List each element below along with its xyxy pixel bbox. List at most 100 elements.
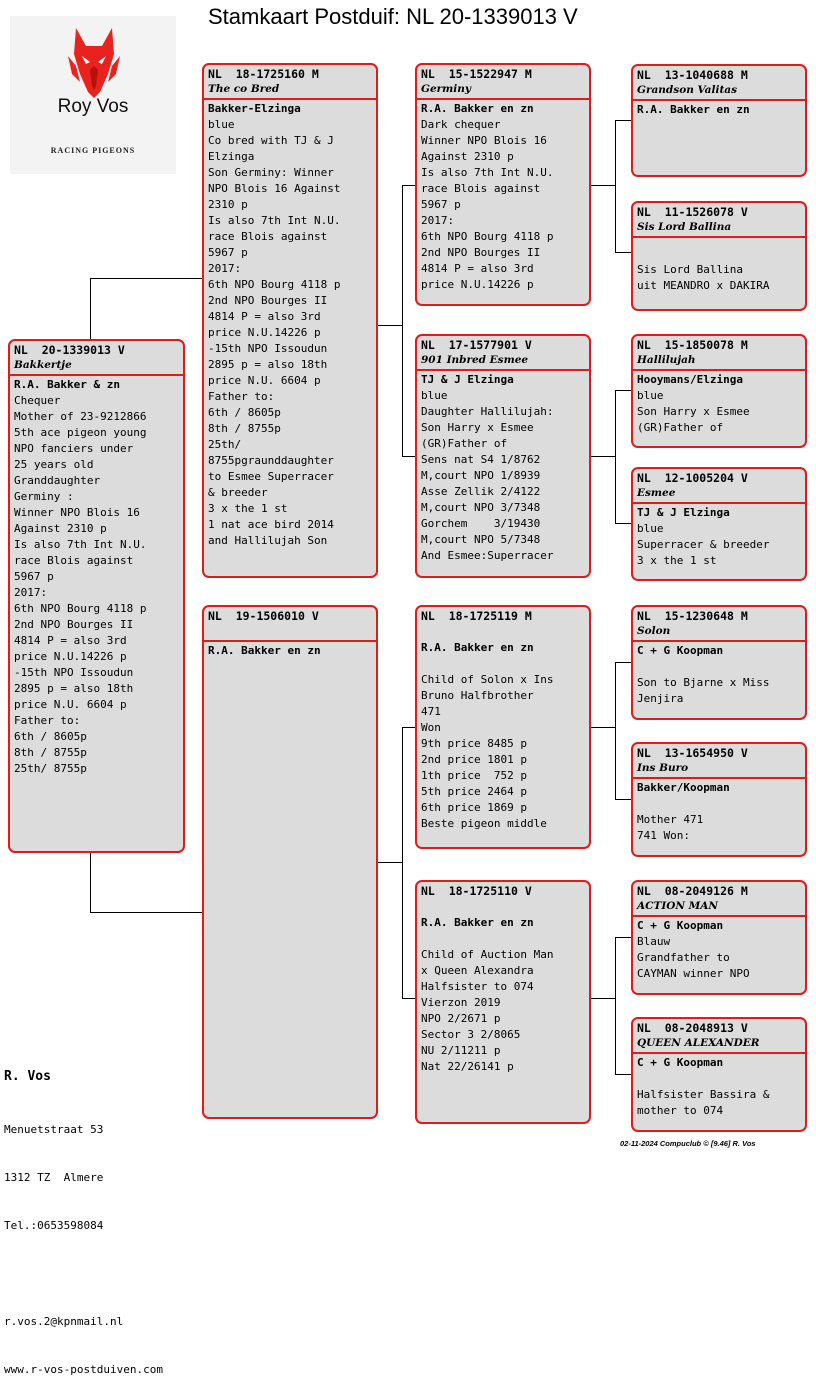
ring-number: NL 18-1725119 M	[421, 609, 532, 623]
connector-line	[90, 852, 91, 912]
pigeon-card-ffm[interactable]: NL 11-1526078 V Sis Lord Ballina Sis Lor…	[631, 201, 807, 311]
card-header: NL 19-1506010 V	[204, 607, 376, 642]
pigeon-description: Child of Solon x Ins Bruno Halfbrother 4…	[421, 673, 554, 830]
connector-line	[615, 937, 616, 1074]
connector-line	[615, 799, 632, 800]
ring-number: NL 18-1725160 M	[208, 67, 319, 81]
pigeon-card-fff[interactable]: NL 13-1040688 M Grandson Valitas R.A. Ba…	[631, 64, 807, 177]
breeder: C + G Koopman	[637, 644, 724, 657]
connector-line	[615, 523, 632, 524]
ring-number: NL 20-1339013 V	[14, 343, 125, 357]
pigeon-description: Son to Bjarne x Miss Jenjira	[637, 676, 770, 705]
pigeon-card-fm[interactable]: NL 17-1577901 V 901 Inbred Esmee TJ & J …	[415, 334, 591, 578]
card-header: NL 13-1654950 V Ins Buro	[633, 744, 805, 779]
connector-line	[402, 998, 417, 999]
owner-website[interactable]: www.r-vos-postduiven.com	[4, 1363, 163, 1376]
pigeon-card-fmm[interactable]: NL 12-1005204 V Esmee TJ & J Elzinga blu…	[631, 467, 807, 581]
owner-street: Menuetstraat 53	[4, 1123, 104, 1136]
ring-number: NL 15-1230648 M	[637, 609, 748, 623]
connector-line	[615, 390, 616, 523]
pigeon-card-mm[interactable]: NL 18-1725110 V R.A. Bakker en zn Child …	[415, 880, 591, 1124]
pigeon-name: Ins Buro	[637, 762, 689, 774]
pigeon-name: Sis Lord Ballina	[637, 221, 732, 233]
breeder: Bakker-Elzinga	[208, 102, 301, 115]
connector-line	[402, 456, 417, 457]
pigeon-name: Hallilujah	[637, 354, 696, 366]
wolf-logo-icon	[68, 28, 120, 98]
connector-line	[615, 252, 632, 253]
card-header: NL 11-1526078 V Sis Lord Ballina	[633, 203, 805, 238]
breeder: C + G Koopman	[637, 919, 724, 932]
connector-line	[90, 278, 91, 340]
pigeon-name: Grandson Valitas	[637, 84, 738, 96]
card-header: NL 17-1577901 V 901 Inbred Esmee	[417, 336, 589, 371]
ring-number: NL 13-1040688 M	[637, 68, 748, 82]
ring-number: NL 13-1654950 V	[637, 746, 748, 760]
card-header: NL 08-2049126 M ACTION MAN	[633, 882, 805, 917]
ring-number: NL 08-2048913 V	[637, 1021, 748, 1035]
pigeon-card-mother[interactable]: NL 19-1506010 V R.A. Bakker en zn	[202, 605, 378, 1119]
connector-line	[402, 185, 403, 456]
pigeon-card-mf[interactable]: NL 18-1725119 M R.A. Bakker en zn Child …	[415, 605, 591, 849]
pigeon-name: The co Bred	[208, 83, 280, 95]
pigeon-name: Solon	[637, 625, 671, 637]
connector-line	[615, 390, 632, 391]
connector-line	[590, 456, 615, 457]
ring-number: NL 15-1522947 M	[421, 67, 532, 81]
pigeon-card-mff[interactable]: NL 15-1230648 M Solon C + G Koopman Son …	[631, 605, 807, 720]
connector-line	[615, 662, 616, 799]
pigeon-name: Germiny	[421, 83, 472, 95]
owner-phone: Tel.:0653598084	[4, 1219, 104, 1232]
connector-line	[402, 727, 417, 728]
pigeon-description: Blauw Grandfather to CAYMAN winner NPO	[637, 935, 750, 980]
connector-line	[377, 862, 402, 863]
pigeon-card-father[interactable]: NL 18-1725160 M The co Bred Bakker-Elzin…	[202, 63, 378, 578]
card-header: NL 15-1850078 M Hallilujah	[633, 336, 805, 371]
connector-line	[615, 120, 632, 121]
ring-number: NL 12-1005204 V	[637, 471, 748, 485]
breeder: R.A. Bakker en zn	[421, 102, 534, 115]
pigeon-card-ff[interactable]: NL 15-1522947 M Germiny R.A. Bakker en z…	[415, 63, 591, 306]
breeder: C + G Koopman	[637, 1056, 724, 1069]
pigeon-description: Mother 471 741 Won:	[637, 813, 704, 842]
connector-line	[590, 185, 615, 186]
pigeon-description: Dark chequer Winner NPO Blois 16 Against…	[421, 118, 554, 291]
card-header: NL 08-2048913 V QUEEN ALEXANDER	[633, 1019, 805, 1054]
card-header: NL 15-1230648 M Solon	[633, 607, 805, 642]
owner-info: R. Vos Menuetstraat 53 1312 TZ Almere Te…	[4, 1036, 163, 1394]
pigeon-name: 901 Inbred Esmee	[421, 354, 529, 366]
pigeon-card-mmf[interactable]: NL 08-2049126 M ACTION MAN C + G Koopman…	[631, 880, 807, 995]
pigeon-card-main[interactable]: NL 20-1339013 V Bakkertje R.A. Bakker & …	[8, 339, 185, 853]
pigeon-description: Chequer Mother of 23-9212866 5th ace pig…	[14, 394, 147, 775]
card-header: NL 13-1040688 M Grandson Valitas	[633, 66, 805, 101]
ring-number: NL 11-1526078 V	[637, 205, 748, 219]
pigeon-card-mfm[interactable]: NL 13-1654950 V Ins Buro Bakker/Koopman …	[631, 742, 807, 857]
connector-line	[402, 727, 403, 998]
ring-number: NL 17-1577901 V	[421, 338, 532, 352]
breeder: R.A. Bakker en zn	[637, 103, 750, 116]
breeder: R.A. Bakker & zn	[14, 378, 120, 391]
pigeon-name	[417, 624, 589, 639]
connector-line	[615, 120, 616, 252]
owner-city: 1312 TZ Almere	[4, 1171, 104, 1184]
connector-line	[90, 912, 204, 913]
connector-line	[615, 1074, 632, 1075]
connector-line	[590, 998, 615, 999]
connector-line	[377, 325, 402, 326]
pigeon-card-fmf[interactable]: NL 15-1850078 M Hallilujah Hooymans/Elzi…	[631, 334, 807, 448]
pigeon-name: Bakkertje	[14, 359, 72, 371]
card-header: NL 15-1522947 M Germiny	[417, 65, 589, 100]
pigeon-description: Halfsister Bassira & mother to 074	[637, 1088, 770, 1117]
connector-line	[402, 185, 417, 186]
logo-subtitle: RACING PIGEONS	[50, 146, 136, 155]
breeder: R.A. Bakker en zn	[421, 916, 534, 929]
pigeon-description: blue Superracer & breeder 3 x the 1 st	[637, 522, 770, 567]
owner-email[interactable]: r.vos.2@kpnmail.nl	[4, 1315, 124, 1328]
pigeon-card-mmm[interactable]: NL 08-2048913 V QUEEN ALEXANDER C + G Ko…	[631, 1017, 807, 1132]
pigeon-description: blue Co bred with TJ & J Elzinga Son Ger…	[208, 118, 341, 547]
connector-line	[615, 662, 632, 663]
breeder: Hooymans/Elzinga	[637, 373, 743, 386]
pigeon-name: ACTION MAN	[637, 900, 718, 912]
footer-credit: 02-11-2024 Compuclub © [9.46] R. Vos	[620, 1139, 756, 1148]
pigeon-description: Sis Lord Ballina uit MEANDRO x DAKIRA	[637, 263, 770, 292]
